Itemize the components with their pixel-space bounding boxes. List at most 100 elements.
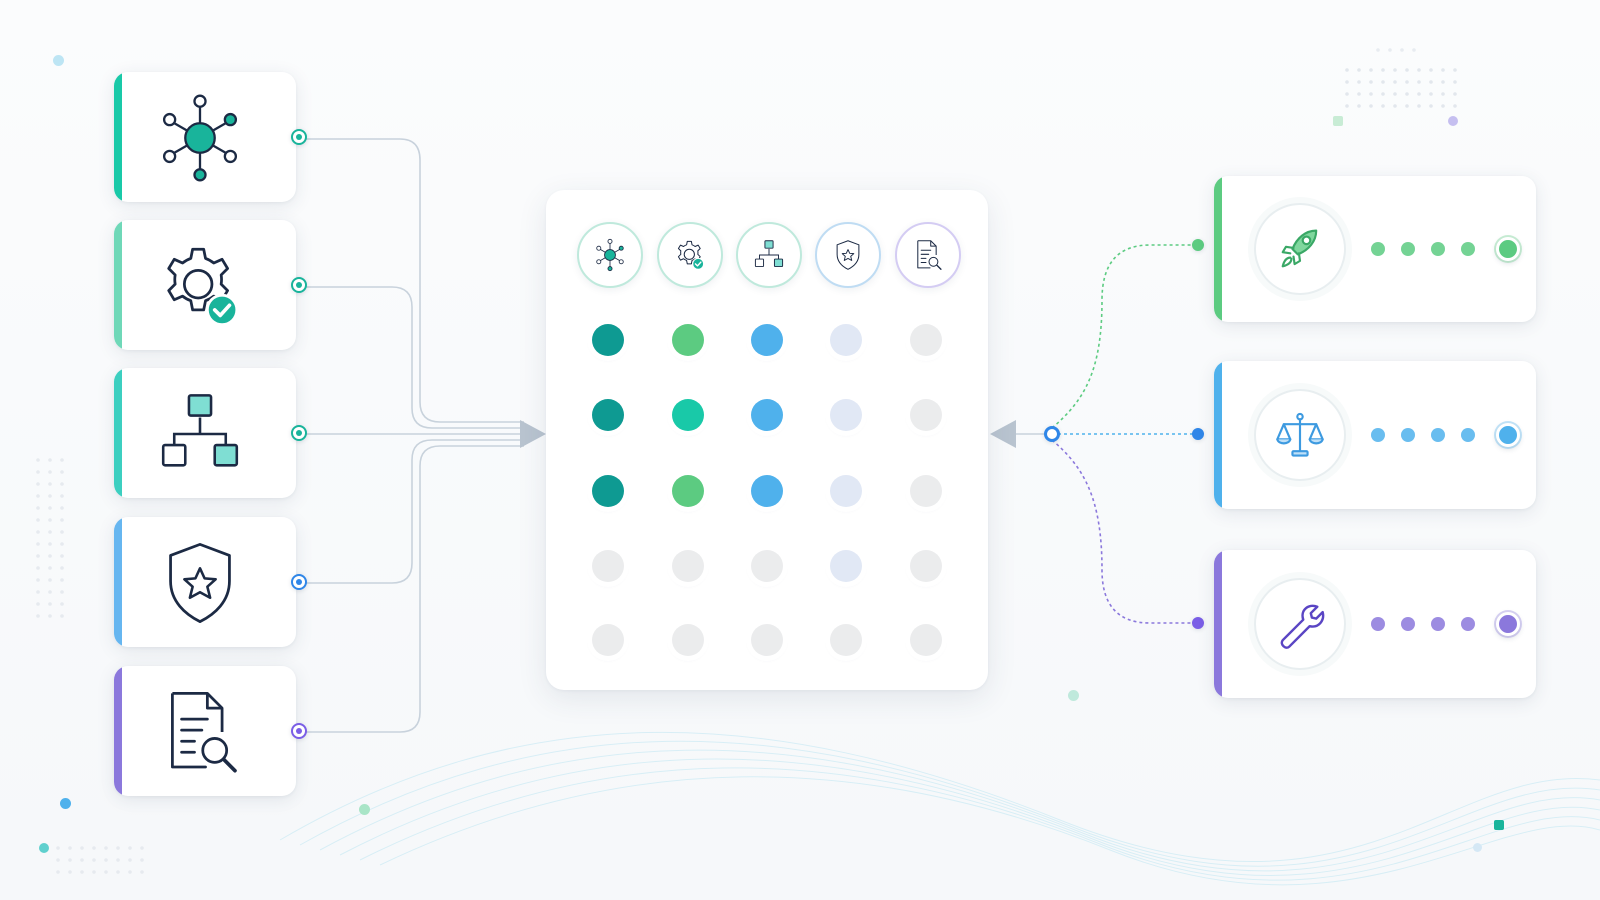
decor-grid-dot — [36, 530, 40, 534]
column-header-shield-star-icon[interactable] — [815, 222, 881, 288]
matrix-cell[interactable] — [910, 324, 942, 356]
decor-grid-dot — [1453, 104, 1457, 108]
decor-grid-dot — [1369, 80, 1373, 84]
decor-grid-dot — [1405, 104, 1409, 108]
matrix-cell[interactable] — [672, 324, 704, 356]
connector-5 — [304, 445, 524, 733]
column-header-org-hierarchy-icon[interactable] — [736, 222, 802, 288]
source-card[interactable] — [114, 666, 296, 796]
decor-grid-dot — [1345, 80, 1349, 84]
decor-dot — [39, 843, 49, 853]
column-header-document-search-icon[interactable] — [895, 222, 961, 288]
matrix-cell[interactable] — [592, 550, 624, 582]
decor-grid-dot — [1400, 48, 1404, 52]
decor-grid-dot — [48, 578, 52, 582]
matrix-cell[interactable] — [751, 399, 783, 431]
matrix-cell[interactable] — [910, 399, 942, 431]
output-card[interactable] — [1214, 176, 1536, 322]
decor-grid-dot — [116, 846, 120, 850]
decor-dot — [1473, 843, 1482, 852]
matrix-cell[interactable] — [592, 324, 624, 356]
matrix-cell[interactable] — [751, 624, 783, 656]
matrix-cell[interactable] — [830, 475, 862, 507]
source-port[interactable] — [291, 425, 307, 441]
decor-grid-dot — [1441, 80, 1445, 84]
source-port[interactable] — [291, 129, 307, 145]
decor-grid-dot — [1357, 104, 1361, 108]
source-port[interactable] — [291, 574, 307, 590]
matrix-cell[interactable] — [910, 475, 942, 507]
decor-grid-dot — [60, 590, 64, 594]
decor-grid-dot — [60, 494, 64, 498]
matrix-cell[interactable] — [751, 475, 783, 507]
decor-grid-dot — [60, 458, 64, 462]
output-port — [1192, 617, 1204, 629]
output-card[interactable] — [1214, 550, 1536, 698]
column-header-gear-check-icon[interactable] — [657, 222, 723, 288]
source-port[interactable] — [291, 277, 307, 293]
decor-grid-dot — [1405, 80, 1409, 84]
decor-grid-dot — [36, 494, 40, 498]
source-card[interactable] — [114, 72, 296, 202]
source-card[interactable] — [114, 517, 296, 647]
decor-grid-dot — [68, 870, 72, 874]
hub-port — [1044, 426, 1060, 442]
matrix-cell[interactable] — [672, 550, 704, 582]
decor-grid-dot — [60, 542, 64, 546]
decor-grid-dot — [1429, 104, 1433, 108]
decor-grid-dot — [48, 470, 52, 474]
matrix-cell[interactable] — [830, 399, 862, 431]
matrix-cell[interactable] — [672, 399, 704, 431]
card-accent — [1214, 550, 1222, 698]
org-hierarchy-icon — [154, 388, 246, 480]
matrix-cell[interactable] — [592, 475, 624, 507]
decor-grid-dot — [1441, 68, 1445, 72]
decor-grid-dot — [60, 506, 64, 510]
decor-grid-dot — [1417, 92, 1421, 96]
output-card[interactable] — [1214, 361, 1536, 509]
matrix-cell[interactable] — [830, 324, 862, 356]
output-icon-badge — [1254, 203, 1346, 295]
matrix-cell[interactable] — [910, 624, 942, 656]
decor-grid-dot — [48, 566, 52, 570]
decor-grid-dot — [1393, 92, 1397, 96]
decor-grid-dot — [60, 614, 64, 618]
matrix-cell[interactable] — [751, 550, 783, 582]
decor-grid-dot — [104, 846, 108, 850]
decor-grid-dot — [60, 518, 64, 522]
decor-grid-dot — [36, 578, 40, 582]
decor-grid-dot — [60, 566, 64, 570]
decor-grid-dot — [1357, 80, 1361, 84]
progress-end-dot — [1496, 423, 1520, 447]
decor-grid-dot — [48, 518, 52, 522]
column-header-network-hub-icon[interactable] — [577, 222, 643, 288]
source-card[interactable] — [114, 368, 296, 498]
source-card[interactable] — [114, 220, 296, 350]
decor-grid-dot — [48, 482, 52, 486]
progress-step-dot — [1401, 428, 1415, 442]
source-port[interactable] — [291, 723, 307, 739]
progress-step-dot — [1371, 242, 1385, 256]
decor-grid-dot — [36, 470, 40, 474]
decor-grid-dot — [140, 846, 144, 850]
decor-grid-dot — [1357, 68, 1361, 72]
matrix-cell[interactable] — [672, 475, 704, 507]
matrix-cell[interactable] — [830, 550, 862, 582]
progress-step-dot — [1461, 617, 1475, 631]
decor-grid-dot — [1429, 92, 1433, 96]
matrix-cell[interactable] — [910, 550, 942, 582]
matrix-cell[interactable] — [830, 624, 862, 656]
decor-grid-dot — [128, 870, 132, 874]
shield-star-icon — [831, 238, 865, 272]
matrix-cell[interactable] — [592, 624, 624, 656]
decor-dot — [1333, 116, 1343, 126]
decor-grid-dot — [1453, 92, 1457, 96]
decor-grid-dot — [36, 458, 40, 462]
matrix-cell[interactable] — [751, 324, 783, 356]
wave-lines — [279, 731, 1600, 886]
matrix-cell[interactable] — [672, 624, 704, 656]
output-link-3 — [1051, 439, 1198, 624]
decor-grid-dot — [92, 846, 96, 850]
matrix-cell[interactable] — [592, 399, 624, 431]
